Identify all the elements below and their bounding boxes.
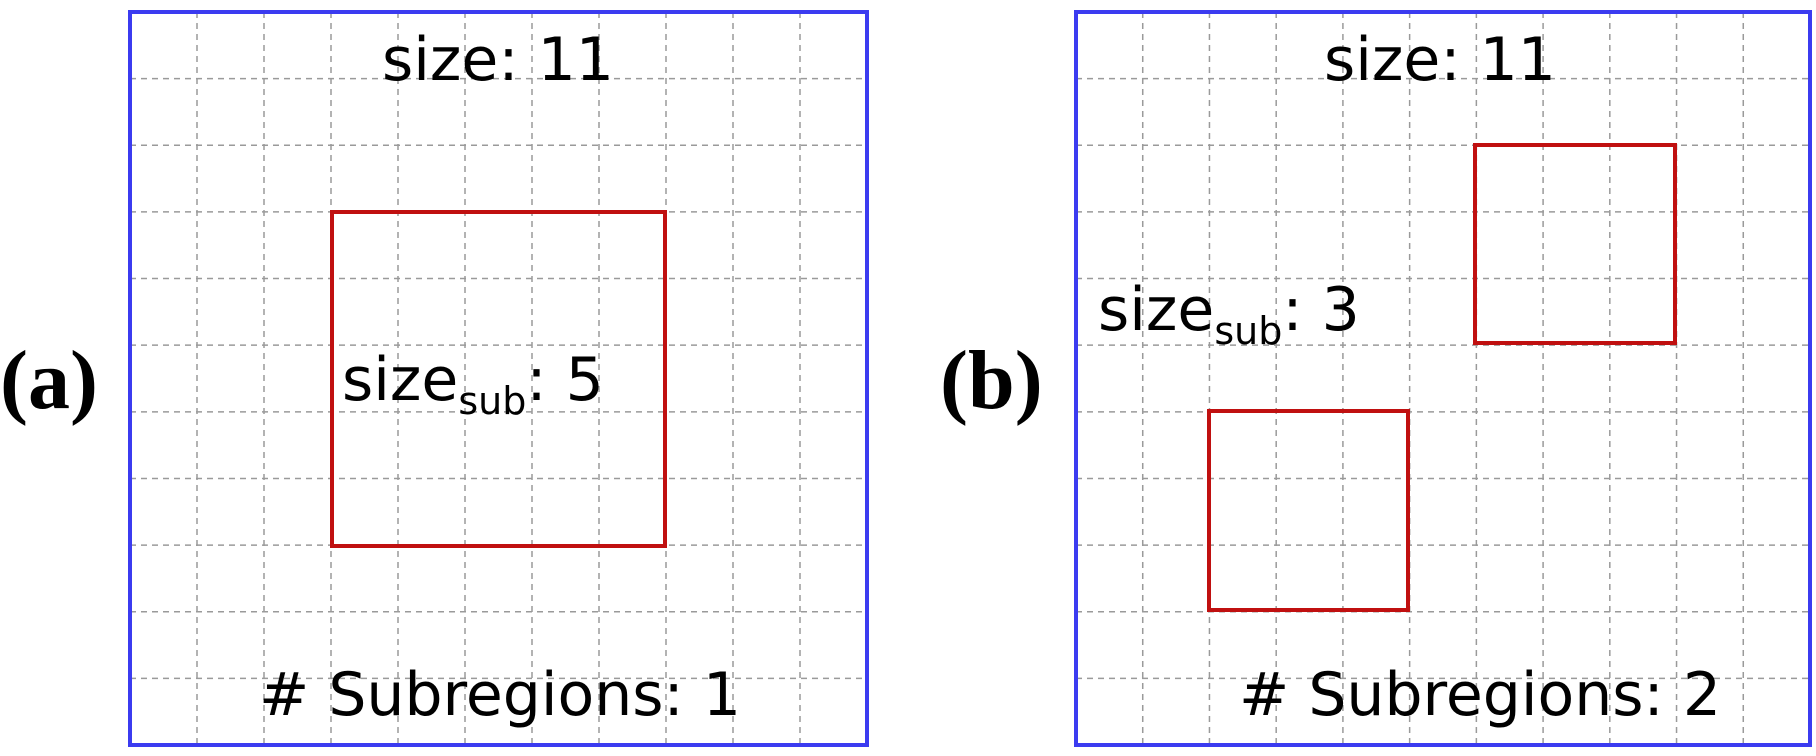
panel-b-size-label: size: 11 (1324, 25, 1556, 95)
panel-b-outer-region (1074, 10, 1812, 747)
panel-b-subregions-label: # Subregions: 2 (1239, 660, 1721, 730)
panel-b-grid (1076, 12, 1810, 745)
panel-b: (b) size: 11 sizesub: 3 # Subregions: 2 (940, 10, 1812, 747)
panel-a-subregion (330, 210, 667, 548)
panel-a-size-label: size: 11 (382, 25, 614, 95)
panel-a-subregions-label: # Subregions: 1 (259, 660, 741, 730)
panel-a-grid (130, 12, 867, 745)
panel-b-label: (b) (940, 334, 1043, 427)
panel-a-label: (a) (0, 334, 98, 427)
panel-b-subregion-2 (1207, 409, 1410, 612)
panel-a-size-sub-label: sizesub: 5 (342, 345, 604, 423)
panel-b-subregion-1 (1473, 143, 1677, 345)
panel-b-size-sub-label: sizesub: 3 (1098, 275, 1360, 353)
panel-a: (a) size: 11 sizesub: 5 # Subregions: 1 (0, 10, 869, 747)
panel-a-outer-region (128, 10, 869, 747)
